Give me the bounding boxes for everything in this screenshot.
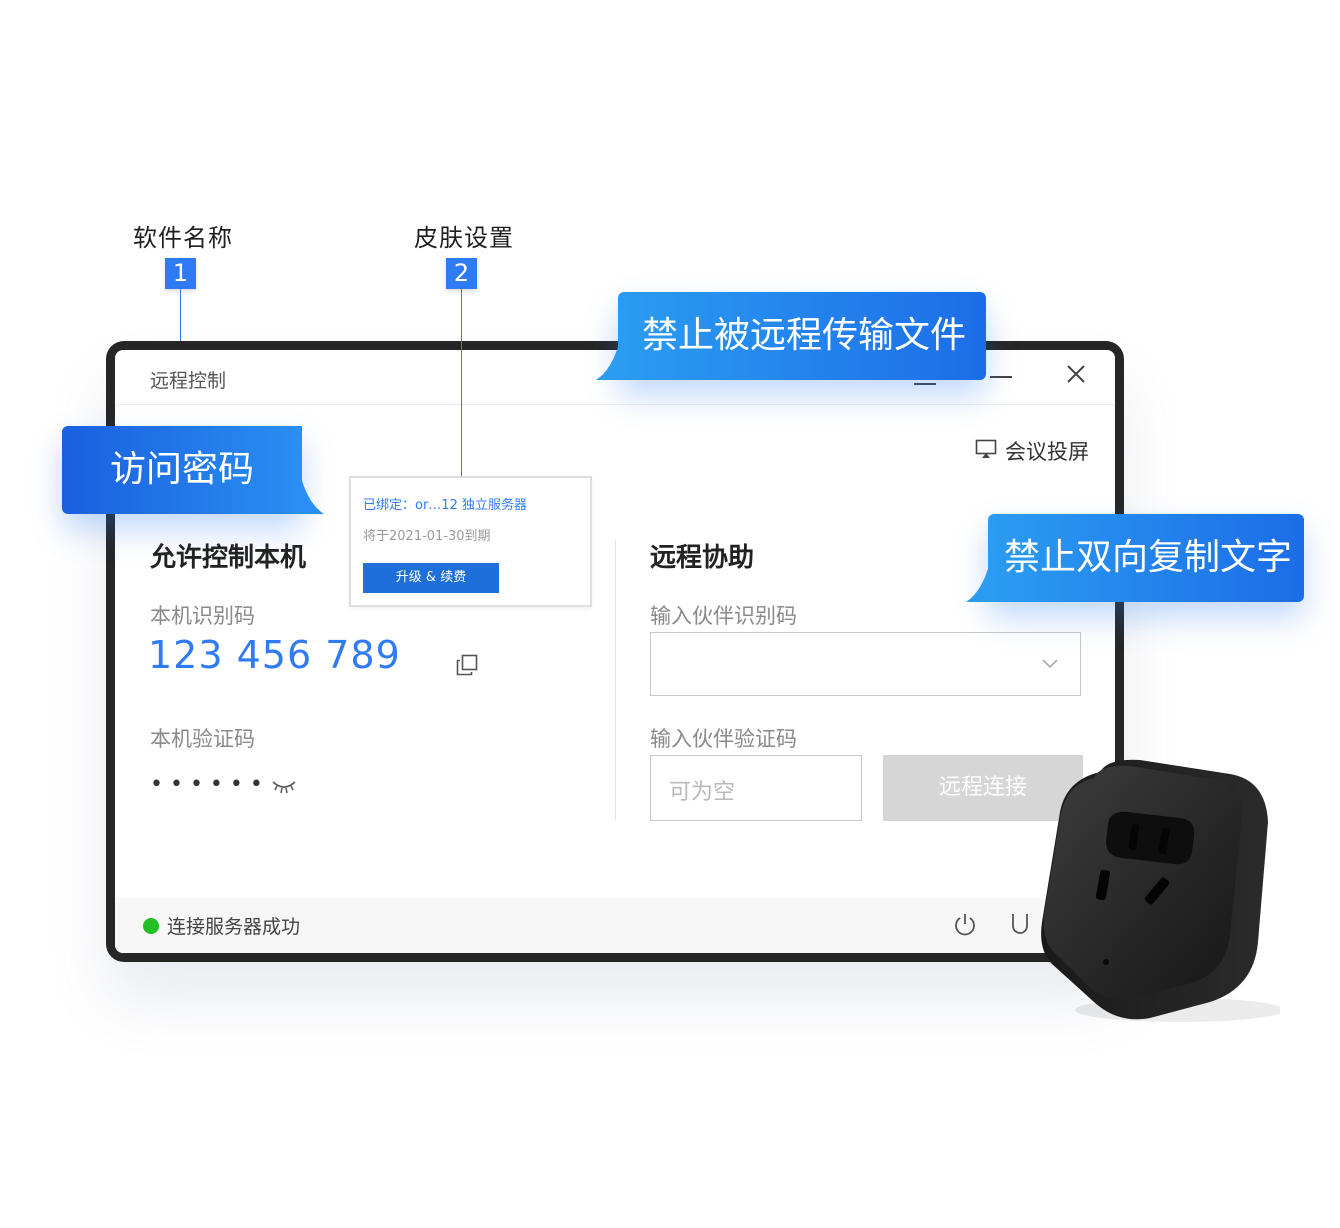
expiry-text: 将于2021-01-30到期 — [363, 529, 491, 544]
copy-icon[interactable] — [456, 654, 478, 680]
allow-control-title: 允许控制本机 — [150, 543, 307, 573]
binding-popover: 已绑定：or…12 独立服务器 将于2021-01-30到期 升级 & 续费 — [349, 476, 592, 607]
callout-tail-a — [596, 340, 620, 380]
cast-icon — [975, 439, 997, 464]
annotation-line-1 — [180, 289, 181, 349]
minimize-button[interactable] — [990, 376, 1012, 378]
screen-cast-button[interactable]: 会议投屏 — [975, 436, 1089, 466]
status-text: 连接服务器成功 — [167, 916, 301, 938]
partner-code-input[interactable]: 可为空 — [650, 755, 862, 821]
callout-access-password: 访问密码 — [62, 426, 302, 514]
minimize-icon[interactable] — [914, 383, 936, 385]
annotation-label-2: 皮肤设置 — [414, 224, 514, 252]
close-icon[interactable] — [1065, 363, 1087, 390]
partner-code-label: 输入伙伴验证码 — [650, 727, 797, 751]
remote-connect-button[interactable]: 远程连接 — [883, 755, 1083, 821]
panel-divider — [615, 540, 616, 820]
title-bar: 远程控制 — [115, 350, 1115, 405]
verify-code-value: •••••• — [150, 772, 270, 797]
power-icon[interactable] — [953, 912, 977, 942]
screen-cast-label: 会议投屏 — [1005, 440, 1089, 464]
status-ok-icon — [143, 918, 159, 934]
device-id-value: 123 456 789 — [148, 633, 401, 677]
callout-no-copy-text: 禁止双向复制文字 — [988, 514, 1304, 602]
chevron-down-icon — [1041, 655, 1059, 674]
verify-code-label: 本机验证码 — [150, 727, 255, 751]
smart-plug-image — [1041, 759, 1280, 1022]
eye-closed-icon[interactable] — [271, 778, 297, 800]
bound-server-text: 已绑定：or…12 独立服务器 — [363, 498, 527, 513]
annotation-line-2 — [461, 289, 462, 553]
annotation-label-1: 软件名称 — [133, 224, 233, 252]
callout-tail-b — [300, 474, 324, 514]
app-title: 远程控制 — [150, 370, 227, 392]
callout-tail-c — [966, 562, 990, 602]
annotation-number-2: 2 — [446, 258, 477, 289]
device-id-label: 本机识别码 — [150, 604, 255, 628]
status-bar: 连接服务器成功 — [115, 898, 1115, 953]
callout-no-file-transfer: 禁止被远程传输文件 — [618, 292, 986, 380]
magnet-icon[interactable] — [1011, 912, 1029, 940]
upgrade-renew-button[interactable]: 升级 & 续费 — [363, 563, 499, 593]
partner-id-select[interactable] — [650, 632, 1081, 696]
remote-assist-title: 远程协助 — [650, 543, 755, 573]
annotation-number-1: 1 — [165, 258, 196, 289]
partner-id-label: 输入伙伴识别码 — [650, 604, 797, 628]
